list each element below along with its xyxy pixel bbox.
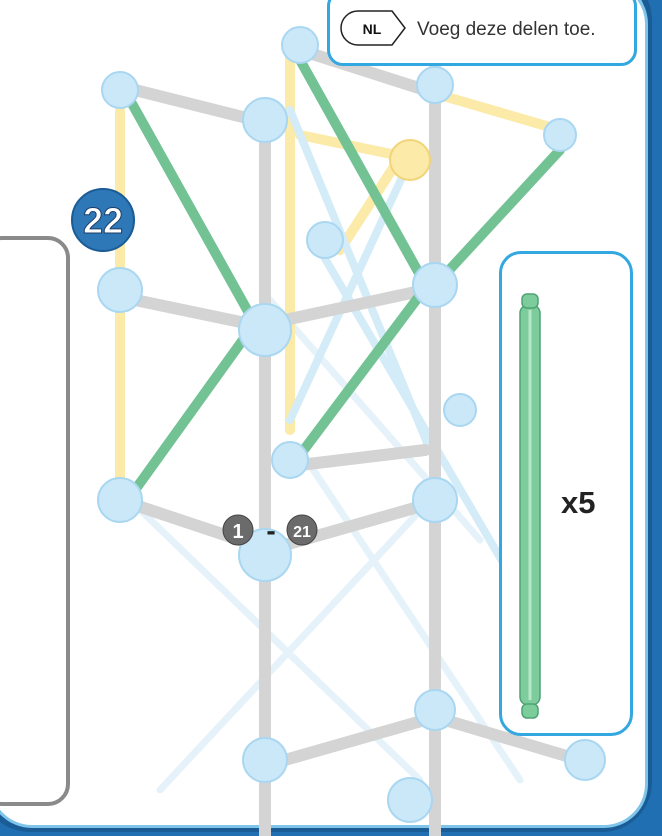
page-frame-inner: [0, 0, 648, 828]
part-quantity-label: x5: [561, 485, 596, 520]
green-diagonal-rods: [125, 55, 565, 495]
background-rods: [126, 296, 524, 794]
left-side-panel: [0, 236, 70, 806]
connectors: [97, 26, 606, 823]
instruction-text: Voeg deze delen toe.: [417, 19, 596, 40]
